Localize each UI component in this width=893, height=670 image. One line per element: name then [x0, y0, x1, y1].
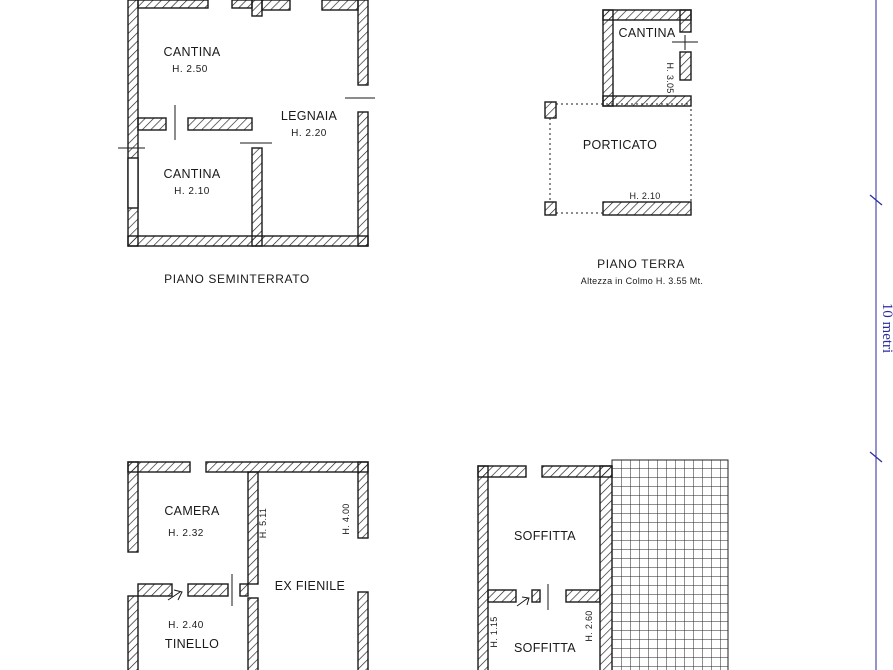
room-label: CANTINA	[164, 167, 221, 181]
room-label: CANTINA	[164, 45, 221, 59]
room-height: H. 2.10	[174, 186, 210, 197]
scale-ticks	[869, 194, 883, 463]
roof-tiles	[611, 459, 729, 670]
room-label: PORTICATO	[583, 138, 657, 152]
scale-label: 10 metri	[879, 303, 893, 353]
room-label: TINELLO	[165, 637, 219, 651]
room-height: H. 5.11	[258, 508, 268, 538]
room-height: H. 2.10	[629, 191, 660, 201]
plan-seminterrato: CANTINA H. 2.50 CANTINA H. 2.10 LEGNAIA …	[118, 0, 375, 286]
room-height: H. 2.32	[168, 528, 204, 539]
plan-title: PIANO TERRA	[597, 257, 685, 271]
room-label: LEGNAIA	[281, 109, 338, 123]
room-height: H. 2.40	[168, 620, 204, 631]
room-label: CAMERA	[164, 504, 220, 518]
room-label: SOFFITTA	[514, 529, 576, 543]
plan-soffitta: SOFFITTA SOFFITTA H. 1.15 H. 2.60	[477, 459, 729, 670]
room-height: H. 4.00	[341, 503, 351, 534]
plan-subtitle: Altezza in Colmo H. 3.55 Mt.	[581, 276, 703, 286]
plan-title: PIANO SEMINTERRATO	[164, 272, 310, 286]
room-height: H. 2.60	[584, 610, 594, 641]
room-height: H. 3.05	[665, 62, 675, 93]
room-label: SOFFITTA	[514, 641, 576, 655]
room-height: H. 2.20	[291, 128, 327, 139]
room-height: H. 1.15	[489, 616, 499, 647]
plan-terra: CANTINA H. 3.05 PORTICATO H. 2.10 PIANO …	[544, 9, 703, 286]
scale-bar: 10 metri	[869, 0, 893, 670]
plan-primo: CAMERA H. 2.32 H. 2.40 TINELLO EX FIENIL…	[127, 461, 369, 670]
room-label: CANTINA	[619, 26, 676, 40]
room-height: H. 2.50	[172, 64, 208, 75]
room-label: EX FIENILE	[275, 579, 345, 593]
